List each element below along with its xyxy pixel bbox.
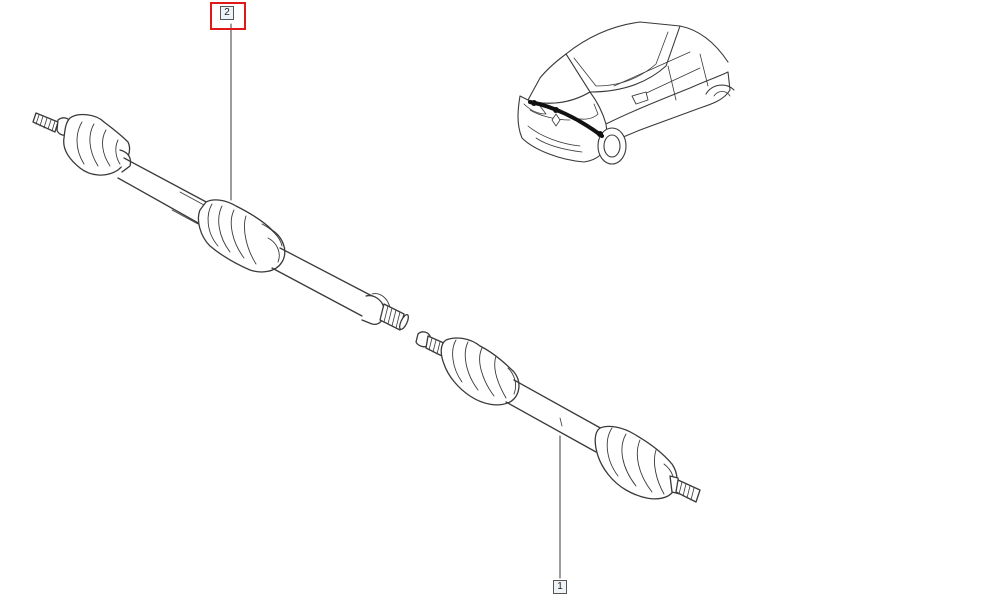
lower-shaft-tube <box>505 379 605 453</box>
upper-inner-shaft <box>271 247 391 325</box>
car-locator-illustration <box>517 21 735 165</box>
upper-left-spline <box>32 112 59 133</box>
callout-part-2[interactable]: 2 <box>220 6 234 20</box>
callout-highlight-box <box>210 2 246 30</box>
upper-outer-cv-boot <box>56 113 132 176</box>
lower-inner-cv-boot <box>440 337 520 406</box>
lower-driveshaft <box>415 331 701 503</box>
callout-part-1[interactable]: 1 <box>553 580 567 594</box>
upper-driveshaft <box>32 112 409 331</box>
lower-right-spline <box>669 475 701 503</box>
upper-inner-cv-boot <box>197 199 286 273</box>
upper-right-spline <box>379 303 409 331</box>
upper-shaft-tube <box>117 157 211 225</box>
lower-outer-cv-boot <box>594 425 678 500</box>
